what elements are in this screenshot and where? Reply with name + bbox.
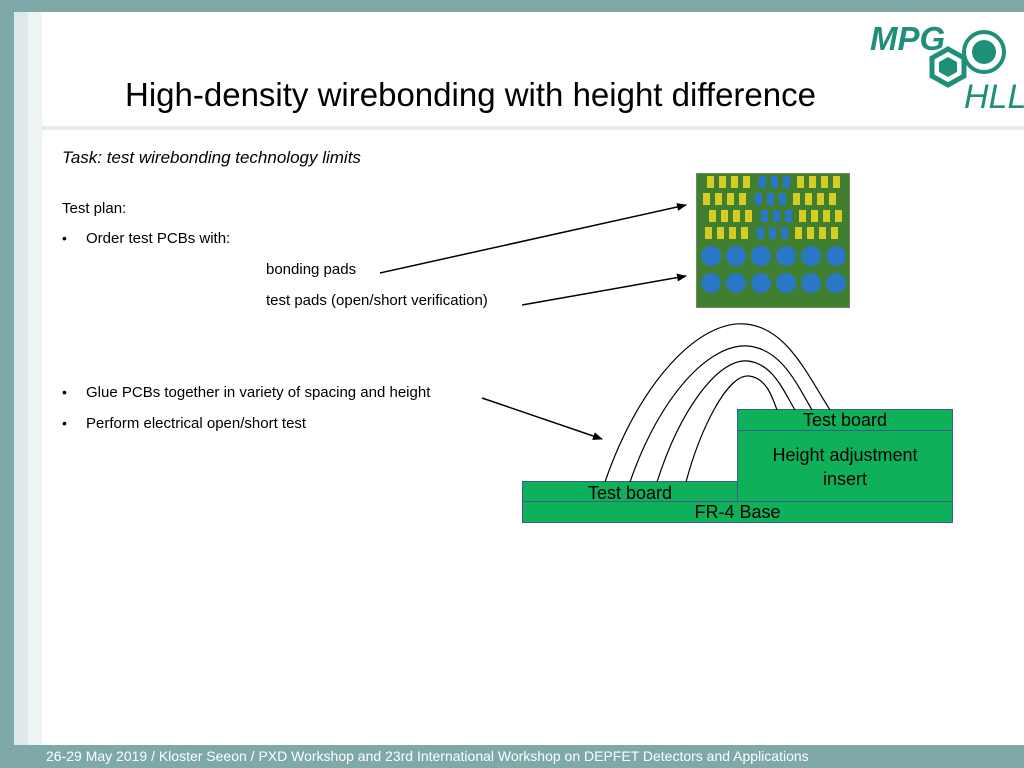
arrow-bonding-pads <box>379 203 687 274</box>
pcb-photo <box>696 173 850 308</box>
svg-text:HLL: HLL <box>964 78 1024 114</box>
frame-left-bar <box>0 0 14 768</box>
arrow-test-pads <box>521 273 687 306</box>
mpg-hll-logo: MPG HLL <box>870 20 1024 114</box>
svg-text:MPG: MPG <box>870 20 945 57</box>
bullet-open-short-test: Perform electrical open/short test <box>62 415 306 432</box>
height-adjustment-insert: Height adjustment insert <box>737 430 953 502</box>
frame-top-bar <box>0 0 1024 12</box>
frame-left-band-light <box>28 12 42 745</box>
slide-title: High-density wirebonding with height dif… <box>125 76 816 113</box>
title-separator <box>42 126 1024 130</box>
task-statement: Task: test wirebonding technology limits <box>62 148 361 167</box>
test-board-top: Test board <box>737 409 953 431</box>
sub-item-bonding-pads: bonding pads <box>266 261 357 278</box>
bullet-order-pcbs: Order test PCBs with: <box>62 230 230 247</box>
test-plan-label: Test plan: <box>62 200 127 217</box>
sub-item-test-pads: test pads (open/short verification) <box>266 292 488 309</box>
bullet-glue-pcbs: Glue PCBs together in variety of spacing… <box>62 384 430 401</box>
frame-left-band <box>14 12 28 745</box>
fr4-base: FR-4 Base <box>522 501 953 523</box>
footer-text: 26-29 May 2019 / Kloster Seeon / PXD Wor… <box>46 748 809 764</box>
test-board-bottom: Test board <box>522 481 738 503</box>
arrow-glue-pcbs <box>481 397 603 440</box>
footer-bar: 26-29 May 2019 / Kloster Seeon / PXD Wor… <box>0 745 1024 768</box>
